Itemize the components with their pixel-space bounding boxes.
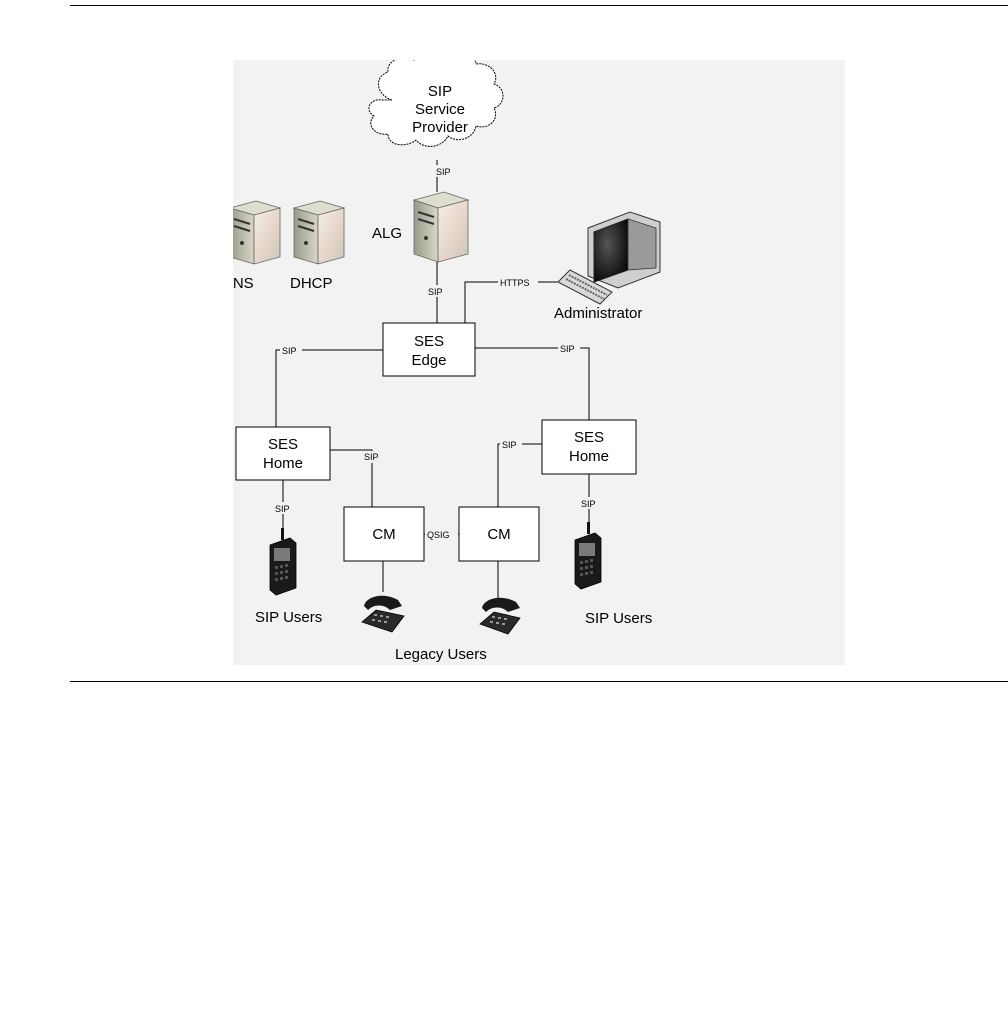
ses-edge-line2: Edge (411, 352, 446, 369)
ses-edge-line1: SES (414, 333, 444, 350)
network-diagram: SIP SIP HTTPS SIP SIP SIP SIP SIP SIP QS… (233, 60, 845, 665)
dhcp-server: DHCP (290, 200, 346, 292)
cloud-label-line3: Provider (412, 119, 468, 136)
label-edge-home-right: SIP (560, 344, 575, 354)
label-alg-edge: SIP (428, 287, 443, 297)
sip-phone-right: SIP Users (574, 522, 652, 627)
link-home-left-cm (330, 449, 373, 507)
sip-service-provider-cloud: SIP Service Provider (368, 60, 504, 147)
ses-home-right-line1: SES (574, 429, 604, 446)
bottom-rule (70, 681, 1008, 682)
label-edge-admin: HTTPS (500, 278, 530, 288)
label-edge-home-left: SIP (282, 346, 297, 356)
server-icon (233, 200, 282, 265)
administrator-workstation: Administrator (554, 211, 661, 322)
ses-home-left-line2: Home (263, 455, 303, 472)
cloud-label-line2: Service (415, 101, 465, 118)
label-home-left-phone: SIP (275, 504, 290, 514)
dns-label: DNS (233, 275, 254, 292)
desk-phone-icon (361, 595, 405, 633)
link-edge-home-right (475, 347, 590, 420)
dns-server: DNS (233, 200, 282, 292)
legacy-users-label: Legacy Users (395, 646, 487, 663)
link-home-right-cm (497, 443, 542, 507)
alg-label: ALG (372, 225, 402, 242)
cm-right-box: CM (458, 506, 540, 562)
legacy-phone-right (479, 597, 521, 635)
label-home-left-cm: SIP (364, 452, 379, 462)
sip-phone-left: SIP Users (255, 528, 322, 626)
ses-edge-box: SES Edge (382, 322, 476, 377)
legacy-phone-left (361, 595, 405, 633)
server-icon (292, 200, 346, 265)
cloud-icon (368, 60, 504, 147)
cm-left-label: CM (372, 526, 395, 543)
top-rule (70, 5, 1008, 6)
monitor-icon (587, 211, 661, 289)
label-home-right-cm: SIP (502, 440, 517, 450)
keyboard-icon (557, 269, 613, 305)
ses-home-left-line1: SES (268, 436, 298, 453)
alg-server: ALG (372, 191, 470, 263)
connection-lines (275, 160, 590, 598)
cm-left-box: CM (343, 506, 425, 562)
diagram-panel (233, 60, 845, 665)
sip-users-left-label: SIP Users (255, 609, 322, 626)
ses-home-right-line2: Home (569, 448, 609, 465)
cm-right-label: CM (487, 526, 510, 543)
mobile-phone-icon (269, 528, 297, 596)
ses-home-right-box: SES Home (541, 419, 637, 475)
link-edge-home-left (275, 349, 383, 427)
server-icon (412, 191, 470, 263)
mobile-phone-icon (574, 522, 602, 590)
label-cloud-alg: SIP (436, 167, 451, 177)
sip-users-right-label: SIP Users (585, 610, 652, 627)
label-cm-cm: QSIG (427, 530, 450, 540)
protocol-labels: SIP SIP HTTPS SIP SIP SIP SIP SIP SIP QS… (273, 165, 599, 540)
desk-phone-icon (479, 597, 521, 635)
label-home-right-phone: SIP (581, 499, 596, 509)
cloud-label-line1: SIP (428, 83, 452, 100)
ses-home-left-box: SES Home (235, 426, 331, 481)
administrator-label: Administrator (554, 305, 642, 322)
dhcp-label: DHCP (290, 275, 333, 292)
